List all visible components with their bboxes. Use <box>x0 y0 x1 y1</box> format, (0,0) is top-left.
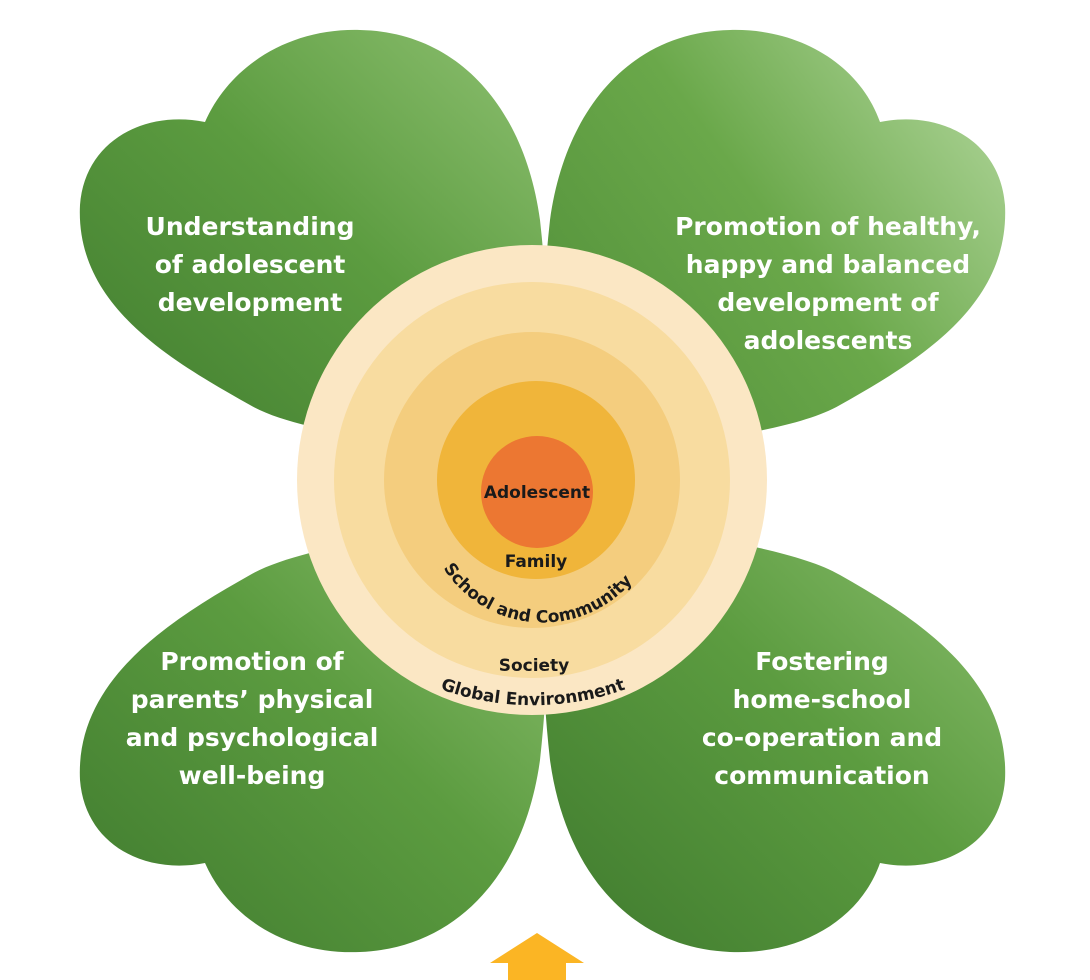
leaf-line: happy and balanced <box>686 250 970 279</box>
leaf-line: Fostering <box>755 647 889 676</box>
leaf-line: parents’ physical <box>131 685 374 714</box>
label-family: Family <box>505 552 568 572</box>
leaf-line: and psychological <box>126 723 379 752</box>
leaf-line: Promotion of healthy, <box>675 212 981 241</box>
leaf-line: of adolescent <box>155 250 346 279</box>
leaf-text-top-left: Understanding of adolescent development <box>146 212 355 317</box>
leaf-line: development <box>158 288 343 317</box>
leaf-text-top-right: Promotion of healthy, happy and balanced… <box>675 212 981 355</box>
leaf-line: adolescents <box>744 326 913 355</box>
leaf-text-bottom-right: Fostering home-school co-operation and c… <box>702 647 942 790</box>
leaf-line: communication <box>714 761 929 790</box>
leaf-line: development of <box>717 288 939 317</box>
circle-adolescent <box>481 436 593 548</box>
arrow-up-icon <box>490 933 584 980</box>
leaf-line: Understanding <box>146 212 355 241</box>
label-adolescent: Adolescent <box>484 483 590 503</box>
leaf-line: home-school <box>733 685 912 714</box>
leaf-line: co-operation and <box>702 723 942 752</box>
leaf-line: Promotion of <box>160 647 344 676</box>
label-society: Society <box>499 656 570 676</box>
concentric-circles <box>297 245 767 715</box>
leaf-text-bottom-left: Promotion of parents’ physical and psych… <box>126 647 379 790</box>
leaf-line: well-being <box>179 761 326 790</box>
